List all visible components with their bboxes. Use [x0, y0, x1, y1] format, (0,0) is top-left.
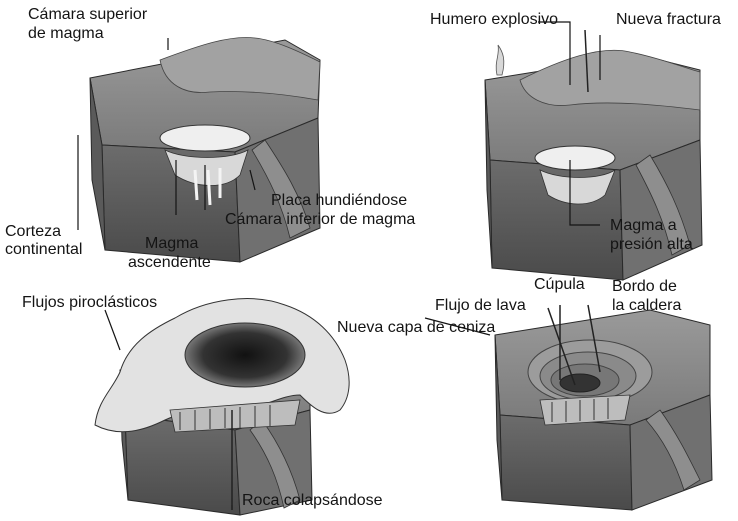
- panel-4-block: [495, 305, 712, 510]
- label-explosive-vent: Humero explosivo: [430, 11, 558, 28]
- label-continental-crust-line1: Corteza: [5, 223, 61, 240]
- panel-1-block: [90, 37, 320, 262]
- label-high-pressure-magma-line1: Magma a: [610, 217, 677, 234]
- label-pyroclastic-flows: Flujos piroclásticos: [22, 294, 157, 311]
- label-upper-magma-chamber-line2: de magma: [28, 25, 104, 42]
- label-new-fracture: Nueva fractura: [616, 11, 721, 28]
- label-lava-flow: Flujo de lava: [435, 297, 526, 314]
- label-collapsing-rock: Roca colapsándose: [242, 492, 383, 509]
- label-rising-magma-line2: ascendente: [128, 254, 211, 271]
- label-upper-magma-chamber-line1: Cámara superior: [28, 6, 147, 23]
- label-new-ash-layer: Nueva capa de ceniza: [337, 319, 495, 336]
- panel-3-block: [95, 299, 349, 515]
- label-dome: Cúpula: [534, 276, 585, 293]
- label-lower-magma-chamber: Cámara inferior de magma: [225, 211, 415, 228]
- label-caldera-rim-line1: Bordo de: [612, 278, 677, 295]
- label-caldera-rim-line2: la caldera: [612, 297, 681, 314]
- label-sinking-plate: Placa hundiéndose: [271, 192, 407, 209]
- label-continental-crust-line2: continental: [5, 241, 82, 258]
- label-rising-magma-line1: Magma: [145, 235, 198, 252]
- label-high-pressure-magma-line2: presión alta: [610, 236, 693, 253]
